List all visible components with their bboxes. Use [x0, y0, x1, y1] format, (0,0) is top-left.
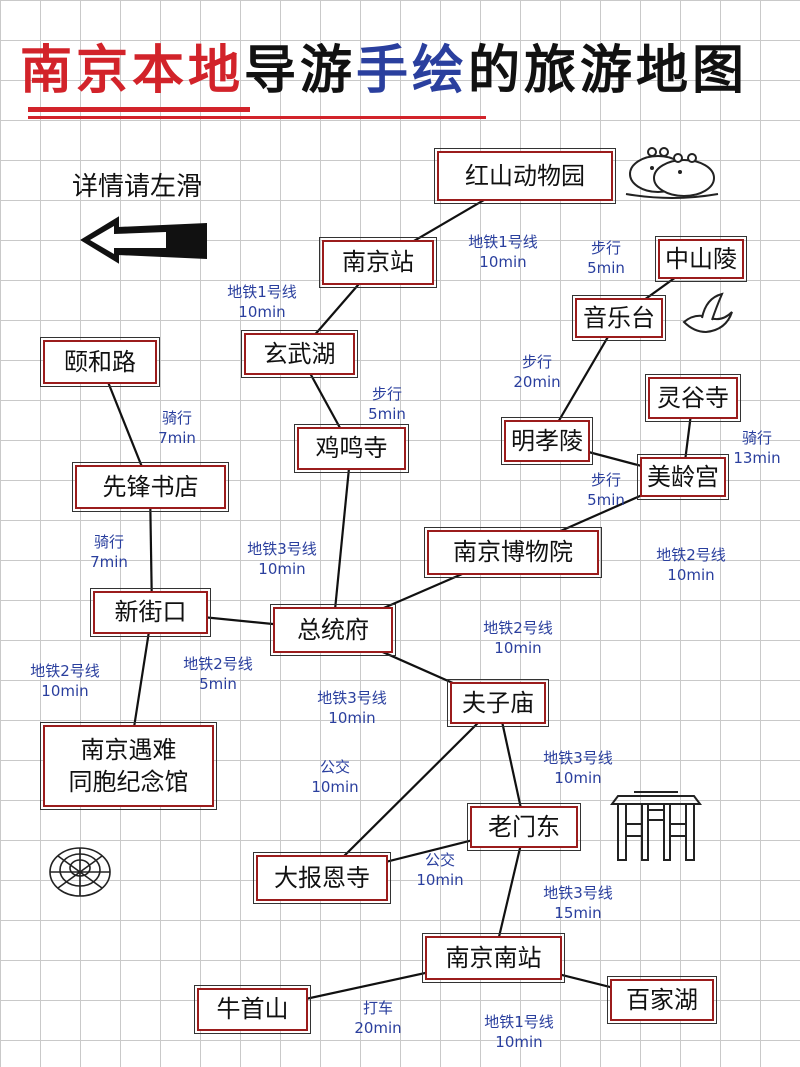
place-hongshan-zoo[interactable]: 红山动物园 [434, 148, 616, 204]
place-presidential-palace[interactable]: 总统府 [270, 604, 396, 656]
place-xinjiekou[interactable]: 新街口 [90, 588, 211, 637]
title-part-4: 的旅游地图 [468, 41, 749, 101]
place-xianfeng-bookstore[interactable]: 先锋书店 [72, 462, 229, 512]
place-dabaoen-temple[interactable]: 大报恩寺 [253, 852, 391, 904]
swipe-hint: 详情请左滑 [72, 172, 203, 202]
place-ming-xiaoling[interactable]: 明孝陵 [501, 417, 593, 465]
title-underline-thin [28, 116, 486, 119]
capybara-icon [625, 147, 719, 199]
place-nanjing-station[interactable]: 南京站 [319, 237, 437, 288]
line-fuzimiao-dabaoen [321, 702, 499, 879]
chrysanthemum-icon [49, 847, 111, 897]
place-laomendong[interactable]: 老门东 [467, 803, 581, 851]
place-baijia-lake[interactable]: 百家湖 [607, 976, 717, 1024]
memorial-line-1: 南京遇难 [80, 735, 177, 764]
place-nanjing-south-station[interactable]: 南京南站 [422, 933, 565, 983]
place-meiling-palace[interactable]: 美龄宫 [637, 454, 729, 500]
place-music-stage[interactable]: 音乐台 [572, 295, 666, 341]
title-part-1: 南京本地 [20, 41, 245, 101]
left-arrow-icon [80, 216, 207, 264]
place-massacre-memorial[interactable]: 南京遇难 同胞纪念馆 [40, 722, 217, 810]
place-linggu-temple[interactable]: 灵谷寺 [645, 374, 741, 422]
place-niushou-mountain[interactable]: 牛首山 [194, 985, 311, 1034]
place-sun-yatsen-mausoleum[interactable]: 中山陵 [655, 236, 747, 282]
place-xuanwu-lake[interactable]: 玄武湖 [241, 330, 358, 378]
place-jiming-temple[interactable]: 鸡鸣寺 [294, 424, 409, 473]
place-yihe-road[interactable]: 颐和路 [40, 337, 160, 387]
title-part-2: 导游 [244, 41, 357, 101]
line-jimingsi-zongtongfu [331, 447, 353, 631]
place-fuzimiao[interactable]: 夫子庙 [447, 679, 549, 727]
title-part-3: 手绘 [356, 41, 469, 101]
gate-icon [610, 791, 702, 861]
map-title: 南京本地导游手绘的旅游地图 [20, 28, 748, 103]
memorial-line-2: 同胞纪念馆 [68, 768, 189, 796]
place-nanjing-museum[interactable]: 南京博物院 [424, 527, 602, 578]
dove-icon [682, 292, 733, 334]
title-underline-thick [28, 107, 250, 112]
